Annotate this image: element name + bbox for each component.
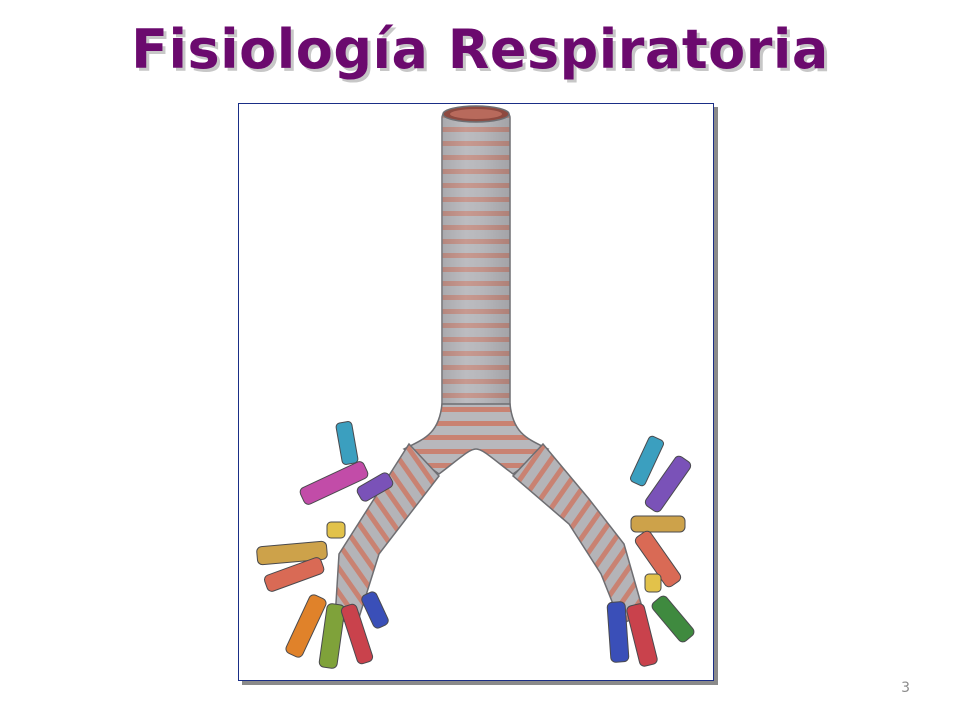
page-number: 3 — [901, 680, 910, 696]
segmental-bronchi-right — [606, 435, 695, 667]
anatomy-figure — [238, 103, 714, 681]
left-main-bronchus — [511, 442, 645, 625]
bronchial-tree-illustration — [256, 105, 695, 669]
trachea — [441, 105, 511, 421]
carina — [402, 403, 550, 475]
slide-title: Fisiología Respiratoria — [131, 18, 829, 81]
segmental-bronchi-left — [256, 421, 394, 669]
